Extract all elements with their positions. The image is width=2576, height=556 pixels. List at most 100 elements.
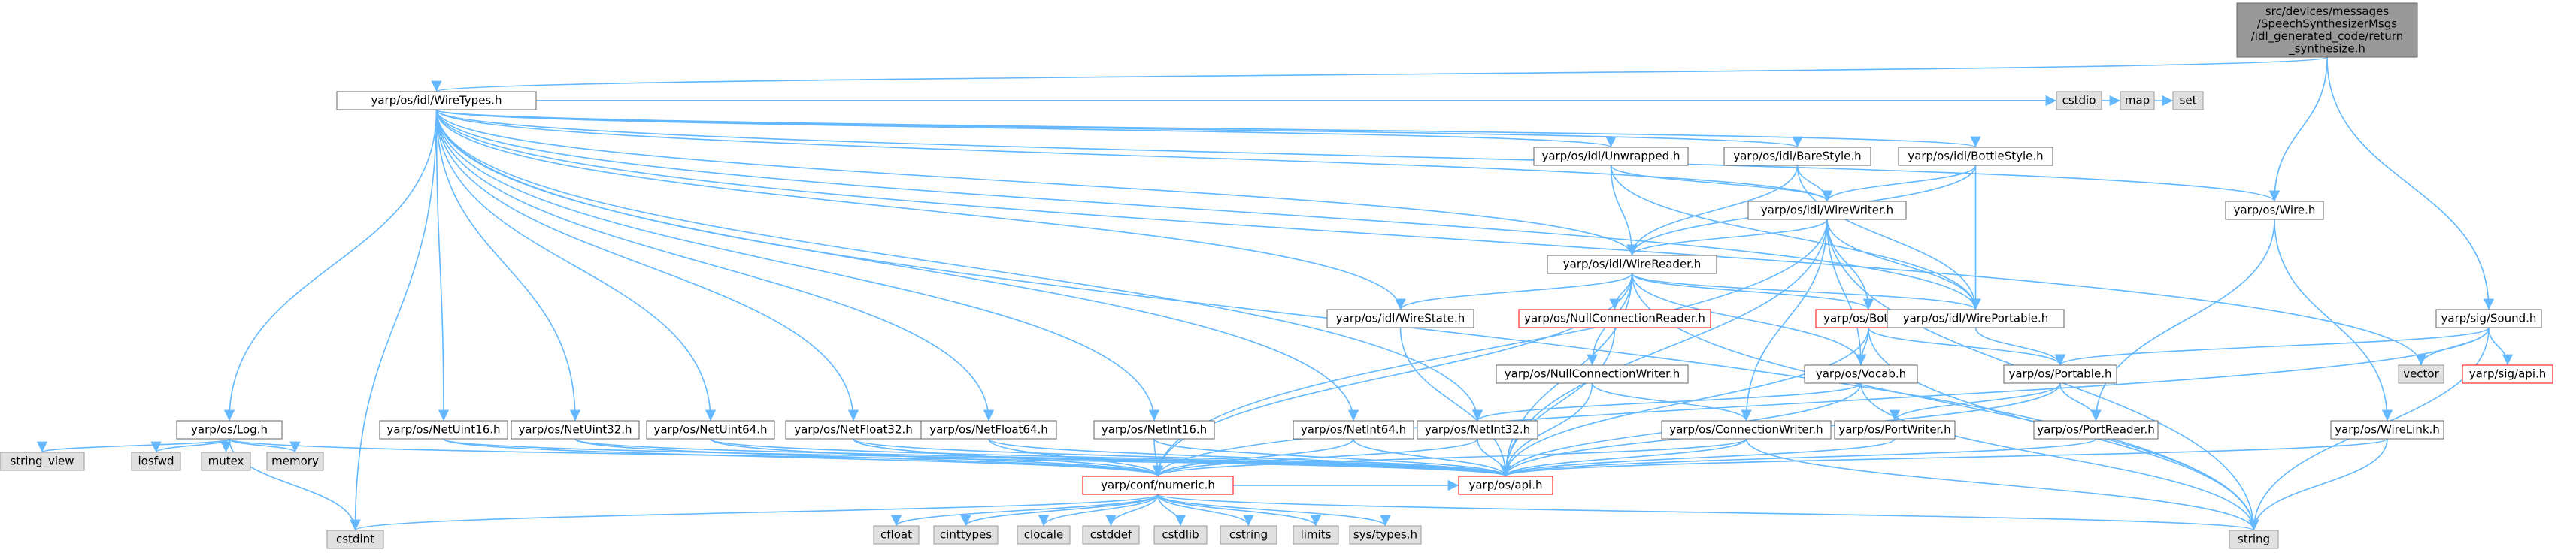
edge-wirereader-to-bottle	[1631, 273, 1874, 310]
node-box-sigapi	[2462, 364, 2553, 384]
node-box-set	[2172, 91, 2204, 110]
edge-wiretypes-to-bottlestyle	[435, 109, 1980, 148]
node-unwrapped[interactable]: yarp/os/idl/Unwrapped.h	[1533, 147, 1689, 166]
node-log[interactable]: yarp/os/Log.h	[176, 420, 283, 440]
node-netuint16[interactable]: yarp/os/NetUint16.h	[379, 420, 508, 440]
edge-unwrapped-to-wirereader	[1610, 165, 1638, 256]
node-box-wireportable	[1887, 309, 2065, 328]
edge-netint64-to-numeric	[1152, 438, 1354, 477]
edge-wiretypes-to-netuint16	[435, 109, 450, 422]
node-wirelink[interactable]: yarp/os/WireLink.h	[2330, 420, 2444, 440]
node-box-numeric	[1082, 476, 1234, 495]
edge-wiretypes-to-wirestate	[435, 109, 1406, 310]
edge-vocab-to-netint32	[1472, 382, 1862, 422]
node-nullconnwriter[interactable]: yarp/os/NullConnectionWriter.h	[1496, 364, 1689, 384]
node-label-barestyle: yarp/os/idl/BareStyle.h	[1733, 150, 1861, 163]
node-cstdlib: cstdlib	[1153, 525, 1208, 545]
edge-wirewriter-to-connwriter	[1741, 219, 1828, 422]
node-portable[interactable]: yarp/os/Portable.h	[2003, 364, 2117, 384]
edge-wireportable-to-portable	[1974, 327, 2066, 366]
node-connwriter[interactable]: yarp/os/ConnectionWriter.h	[1661, 420, 1832, 440]
node-label-nullconnwriter: yarp/os/NullConnectionWriter.h	[1505, 367, 1680, 381]
node-netuint64[interactable]: yarp/os/NetUint64.h	[646, 420, 775, 440]
node-box-map	[2120, 91, 2155, 110]
edge-wirereader-to-wireportable	[1631, 273, 1981, 310]
edge-numeric-to-string	[1157, 494, 2259, 531]
node-box-netuint64	[646, 420, 775, 440]
node-wirewriter[interactable]: yarp/os/idl/WireWriter.h	[1747, 201, 1907, 220]
node-box-sound	[2435, 309, 2542, 328]
node-label-string: string	[2238, 533, 2270, 546]
node-box-string	[2229, 530, 2279, 549]
edge-root-to-wiretypes	[432, 56, 2328, 92]
node-label-sigapi: yarp/sig/api.h	[2469, 367, 2547, 381]
node-box-memory	[266, 452, 324, 471]
edge-root-to-sound	[2326, 56, 2495, 310]
node-netfloat32[interactable]: yarp/os/NetFloat32.h	[785, 420, 922, 440]
node-box-vocab	[1804, 364, 1918, 384]
node-bottlestyle[interactable]: yarp/os/idl/BottleStyle.h	[1898, 147, 2053, 166]
node-set: set	[2172, 91, 2204, 110]
node-barestyle[interactable]: yarp/os/idl/BareStyle.h	[1723, 147, 1871, 166]
node-wire[interactable]: yarp/os/Wire.h	[2225, 201, 2324, 220]
node-box-string_view	[0, 452, 85, 471]
node-sound[interactable]: yarp/sig/Sound.h	[2435, 309, 2542, 328]
node-box-portable	[2003, 364, 2117, 384]
node-box-root	[2236, 2, 2418, 58]
node-sigapi[interactable]: yarp/sig/api.h	[2462, 364, 2553, 384]
node-nullconnreader[interactable]: yarp/os/NullConnectionReader.h	[1518, 309, 1711, 328]
node-label-portable: yarp/os/Portable.h	[2009, 367, 2112, 381]
node-label-vector: vector	[2403, 367, 2439, 381]
node-label-netuint16: yarp/os/NetUint16.h	[386, 423, 500, 437]
node-numeric[interactable]: yarp/conf/numeric.h	[1082, 476, 1234, 495]
node-cstring: cstring	[1220, 525, 1277, 545]
edge-numeric-to-cinttypes	[960, 494, 1159, 527]
node-box-cstdint	[326, 530, 384, 549]
node-label-cinttypes: cinttypes	[940, 528, 992, 542]
edge-sound-to-numeric	[1153, 327, 2490, 477]
node-portreader[interactable]: yarp/os/PortReader.h	[2033, 420, 2159, 440]
edge-numeric-to-cstdint	[350, 494, 1159, 531]
edge-sound-to-portable	[2055, 327, 2490, 366]
node-vocab[interactable]: yarp/os/Vocab.h	[1804, 364, 1918, 384]
node-wirestate[interactable]: yarp/os/idl/WireState.h	[1326, 309, 1474, 328]
edge-wiretypes-to-cstdint	[350, 109, 438, 531]
edge-root-to-wire	[2268, 56, 2328, 202]
edge-numeric-to-cstddef	[1105, 494, 1159, 527]
node-box-log	[176, 420, 283, 440]
node-netint32[interactable]: yarp/os/NetInt32.h	[1417, 420, 1538, 440]
node-netint64[interactable]: yarp/os/NetInt64.h	[1293, 420, 1414, 440]
node-netuint32[interactable]: yarp/os/NetUint32.h	[511, 420, 640, 440]
edge-wire-to-wirelink	[2274, 219, 2393, 422]
node-portwriter[interactable]: yarp/os/PortWriter.h	[1834, 420, 1956, 440]
node-label-wiretypes: yarp/os/idl/WireTypes.h	[371, 94, 502, 107]
node-netfloat64[interactable]: yarp/os/NetFloat64.h	[920, 420, 1057, 440]
edge-wiretypes-to-netint32	[435, 109, 1483, 422]
edge-wirewriter-to-wirereader	[1626, 219, 1828, 256]
node-label-wirestate: yarp/os/idl/WireState.h	[1336, 312, 1465, 325]
node-label-set: set	[2180, 94, 2197, 107]
edge-wirewriter-to-wireportable	[1826, 219, 1981, 310]
edge-wirewriter-to-vocab	[1826, 219, 1867, 366]
edge-numeric-to-clocale	[1038, 494, 1159, 527]
node-wirereader[interactable]: yarp/os/idl/WireReader.h	[1547, 255, 1717, 274]
node-label-osapi: yarp/os/api.h	[1468, 479, 1542, 492]
node-box-cstring	[1220, 525, 1277, 545]
node-label-limits: limits	[1301, 528, 1332, 542]
node-label-netfloat64: yarp/os/NetFloat64.h	[929, 423, 1048, 437]
node-label-connwriter: yarp/os/ConnectionWriter.h	[1669, 423, 1823, 437]
node-netint16[interactable]: yarp/os/NetInt16.h	[1093, 420, 1215, 440]
node-label-unwrapped: yarp/os/idl/Unwrapped.h	[1542, 150, 1680, 163]
node-wireportable[interactable]: yarp/os/idl/WirePortable.h	[1887, 309, 2065, 328]
node-iosfwd: iosfwd	[131, 452, 181, 471]
node-mutex: mutex	[201, 452, 251, 471]
edge-wirestate-to-osapi	[1399, 327, 1511, 477]
edge-netint16-to-osapi	[1153, 438, 1511, 477]
node-osapi[interactable]: yarp/os/api.h	[1458, 476, 1553, 495]
node-root[interactable]: src/devices/messages/SpeechSynthesizerMs…	[2236, 2, 2418, 58]
edge-netint64-to-osapi	[1353, 438, 1511, 477]
node-box-wire	[2225, 201, 2324, 220]
node-wiretypes[interactable]: yarp/os/idl/WireTypes.h	[336, 91, 537, 110]
edge-wirelink-to-osapi	[1500, 438, 2388, 477]
edge-portwriter-to-osapi	[1500, 438, 1896, 477]
